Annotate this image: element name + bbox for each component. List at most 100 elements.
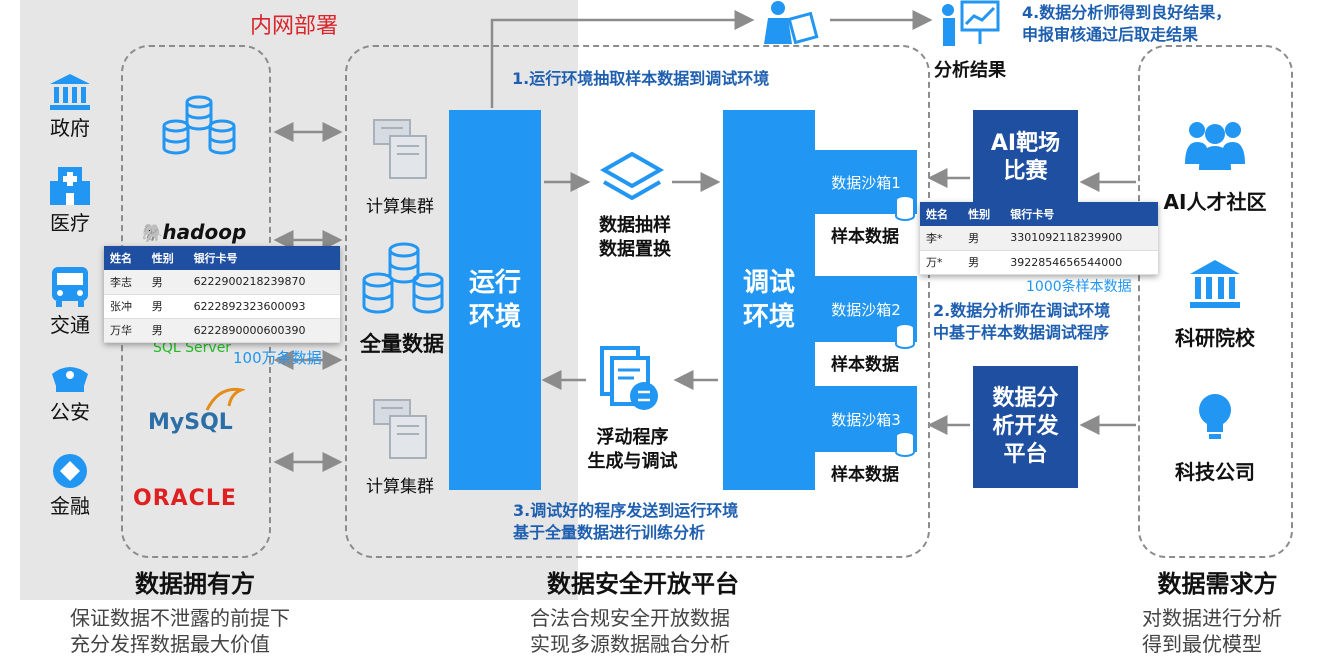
mysql-logo: MySQL [148, 410, 233, 435]
sample-data-table: 姓名 性别 银行卡号 李* 男 3301092118239900 万* 男 39… [920, 202, 1158, 275]
step-2-line1: 2.数据分析师在调试环境 [933, 301, 1111, 320]
owners-sub1: 保证数据不泄露的前提下 [70, 606, 290, 630]
sandbox-1-sample: 样本数据 [831, 227, 899, 247]
cluster-bottom-label: 计算集群 [366, 477, 434, 497]
platform-title: 数据安全开放平台 [547, 570, 739, 598]
university-building-icon [1190, 260, 1240, 308]
server-icon-top [373, 119, 427, 179]
platform-sub1: 合法合规安全开放数据 [530, 606, 730, 630]
demand-title: 数据需求方 [1157, 570, 1278, 598]
col-gender: 性别 [962, 202, 1005, 226]
dolphin-icon [205, 387, 245, 411]
float-line1: 浮动程序 [596, 427, 669, 448]
col-gender: 性别 [145, 246, 188, 270]
run-environment-box: 运行环境 [449, 110, 541, 490]
sandbox-3-sample: 样本数据 [831, 465, 899, 485]
elephant-icon: 🐘 [140, 223, 163, 244]
debug-environment-box: 调试环境 [723, 110, 815, 490]
server-icon-bottom [373, 399, 427, 459]
sandbox-2-sample: 样本数据 [831, 355, 899, 375]
demand-sub1: 对数据进行分析 [1142, 606, 1282, 630]
run-env-label: 运行环境 [468, 268, 521, 332]
table-row: 张冲 男 6222892323600093 [104, 294, 340, 319]
full-data-database-icon [362, 242, 444, 314]
owner-traffic-label: 交通 [50, 313, 90, 337]
sandbox-2-db-icon [895, 323, 915, 349]
table-row: 万* 男 3922854656544000 [920, 250, 1158, 275]
float-line2: 生成与调试 [587, 451, 678, 472]
intranet-label: 内网部署 [250, 14, 339, 39]
step-1: 1.运行环境抽取样本数据到调试环境 [512, 69, 770, 88]
table-row: 万华 男 6222890000600390 [104, 318, 340, 343]
sandbox-3: 数据沙箱3 [815, 386, 917, 452]
presenter-chart-icon [942, 0, 1000, 46]
platform-sub2: 实现多源数据融合分析 [530, 632, 730, 656]
owner-gov-label: 政府 [50, 116, 90, 140]
hadoop-logo-text: hadoop [162, 220, 247, 244]
step-2: 2.数据分析师在调试环境 中基于样本数据调试程序 [933, 300, 1110, 344]
result-label: 分析结果 [934, 60, 1006, 81]
cluster-top-label: 计算集群 [366, 197, 434, 217]
dev-line1: 数据分 [992, 386, 1059, 411]
database-stack-icon [162, 95, 236, 155]
col-name: 姓名 [920, 202, 963, 226]
ai-arena-box: AI靶场 比赛 [973, 110, 1078, 206]
full-data-label: 全量数据 [360, 332, 444, 356]
bus-icon [52, 267, 88, 307]
ai-arena-line1: AI靶场 [990, 131, 1061, 156]
layers-icon [599, 151, 665, 201]
owner-finance-label: 金融 [50, 494, 90, 518]
step-4-line2: 申报审核通过后取走结果 [1022, 25, 1199, 44]
table-row: 李志 男 6222900218239870 [104, 270, 340, 295]
sqlserver-logo: SQL Server [153, 340, 232, 356]
step-3-line1: 3.调试好的程序发送到运行环境 [513, 501, 739, 520]
finance-coin-icon [53, 454, 87, 488]
dev-line2: 析开发 [992, 414, 1059, 439]
owner-traffic: 交通 [45, 265, 95, 338]
sandbox-1-db-icon [895, 195, 915, 221]
owner-gov: 政府 [45, 72, 95, 141]
oracle-logo: ORACLE [133, 486, 237, 511]
owner-finance: 金融 [45, 452, 95, 519]
owner-police-label: 公安 [50, 400, 90, 424]
col-card: 银行卡号 [187, 246, 340, 270]
extract-line2: 数据置换 [599, 239, 671, 260]
ai-community-label: AI人才社区 [1163, 190, 1267, 214]
research-label: 科研院校 [1175, 326, 1255, 350]
hospital-icon [50, 167, 90, 205]
full-data-table: 姓名 性别 银行卡号 李志 男 6222900218239870 张冲 男 62… [104, 246, 340, 343]
extract-line1: 数据抽样 [599, 215, 671, 236]
sample-data-caption: 1000条样本数据 [1026, 279, 1132, 295]
table-row: 李* 男 3301092118239900 [920, 226, 1158, 251]
step-3-line2: 基于全量数据进行训练分析 [513, 523, 706, 542]
dev-platform-box: 数据分 析开发 平台 [973, 366, 1078, 488]
col-name: 姓名 [104, 246, 146, 270]
document-exchange-icon [600, 346, 658, 410]
step-4-line1: 4.数据分析师得到良好结果， [1022, 3, 1232, 22]
sandbox-3-db-icon [895, 431, 915, 457]
tech-company-label: 科技公司 [1175, 460, 1255, 484]
float-program-label: 浮动程序 生成与调试 [570, 426, 695, 474]
community-people-icon [1185, 122, 1245, 170]
ai-arena-line2: 比赛 [1003, 159, 1048, 184]
owners-title: 数据拥有方 [135, 570, 255, 598]
government-building-icon [50, 74, 90, 110]
extract-label: 数据抽样 数据置换 [580, 214, 690, 262]
step-4: 4.数据分析师得到良好结果， 申报审核通过后取走结果 [1022, 2, 1231, 46]
owner-police: 公安 [45, 360, 95, 425]
debug-env-label: 调试环境 [742, 268, 795, 332]
demand-sub2: 得到最优模型 [1142, 632, 1262, 656]
owner-medical-label: 医疗 [50, 211, 90, 235]
platform-container [345, 45, 930, 558]
step-2-line2: 中基于样本数据调试程序 [933, 323, 1110, 342]
hadoop-logo: 🐘hadoop [140, 220, 246, 244]
owner-medical: 医疗 [45, 165, 95, 236]
police-cap-icon [52, 367, 88, 392]
lightbulb-icon [1199, 394, 1231, 439]
step-3: 3.调试好的程序发送到运行环境 基于全量数据进行训练分析 [513, 500, 738, 544]
col-card: 银行卡号 [1004, 202, 1158, 226]
full-data-caption: 100万条数据 [233, 349, 322, 367]
owners-sub2: 充分发挥数据最大价值 [70, 632, 270, 656]
demand-container [1138, 45, 1293, 558]
